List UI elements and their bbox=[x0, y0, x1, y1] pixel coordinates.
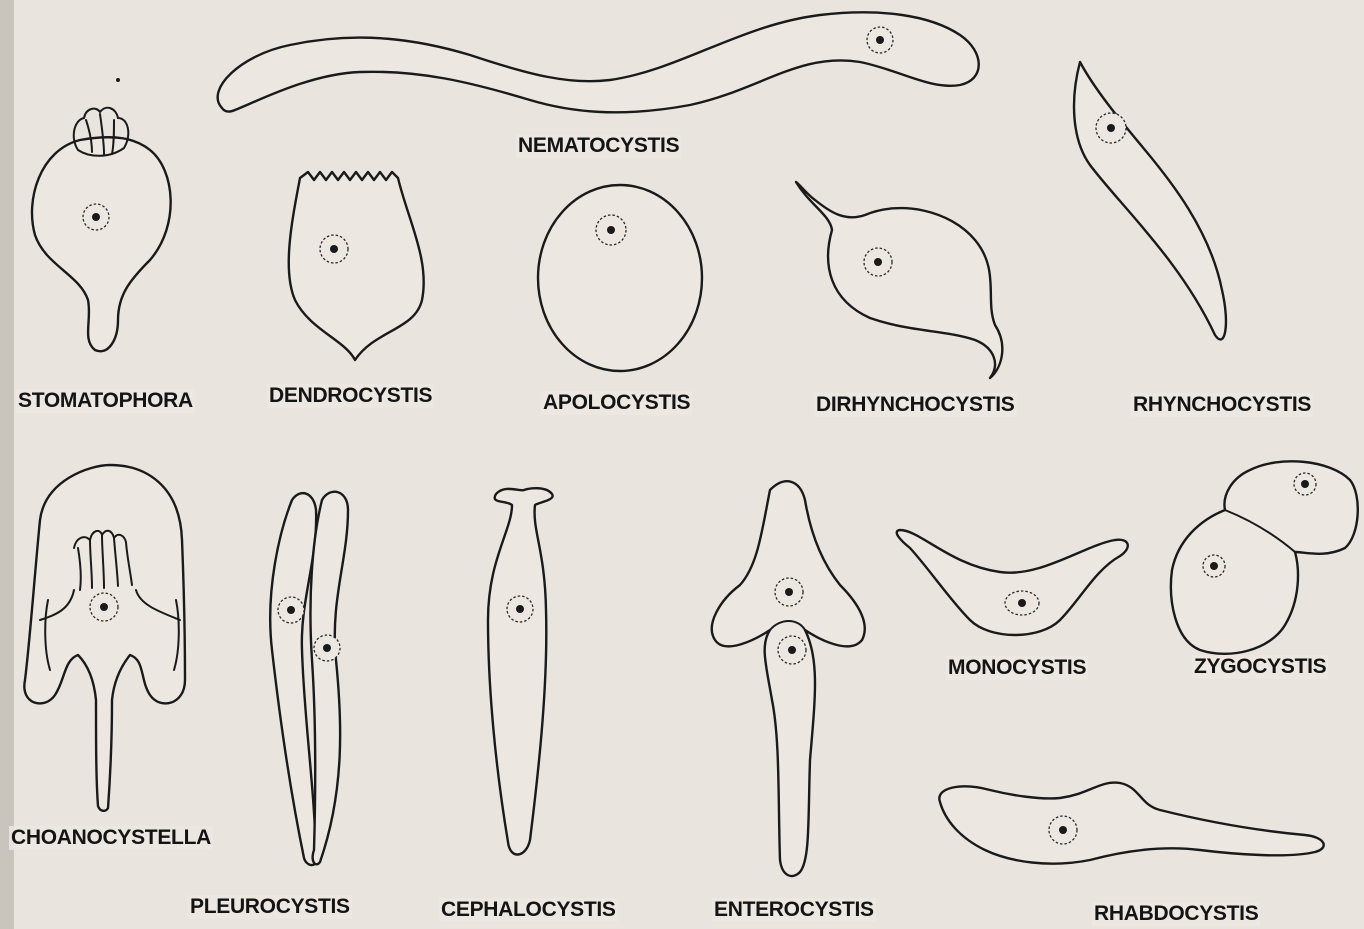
label-dirhynchocystis: DIRHYNCHOCYSTIS bbox=[814, 393, 1017, 417]
label-apolocystis: APOLOCYSTIS bbox=[541, 391, 692, 415]
label-enterocystis: ENTEROCYSTIS bbox=[712, 898, 876, 922]
choanocystella-shape bbox=[24, 465, 185, 811]
enterocystis-shape bbox=[712, 481, 865, 876]
label-choanocystella: CHOANOCYSTELLA bbox=[9, 826, 213, 850]
label-nematocystis: NEMATOCYSTIS bbox=[516, 134, 681, 158]
pleurocystis-shape bbox=[270, 492, 348, 865]
stomatophora-shape bbox=[32, 78, 171, 351]
rhynchocystis-shape bbox=[1074, 62, 1226, 339]
label-cephalocystis: CEPHALOCYSTIS bbox=[439, 898, 618, 922]
label-zygocystis: ZYGOCYSTIS bbox=[1192, 655, 1328, 679]
cephalocystis-shape bbox=[488, 488, 553, 854]
label-rhynchocystis: RHYNCHOCYSTIS bbox=[1131, 393, 1313, 417]
monocystis-shape bbox=[897, 530, 1128, 635]
label-dendrocystis: DENDROCYSTIS bbox=[267, 384, 434, 408]
rhabdocystis-shape bbox=[939, 783, 1323, 864]
nematocystis-shape bbox=[218, 12, 979, 112]
label-monocystis: MONOCYSTIS bbox=[946, 656, 1088, 680]
label-rhabdocystis: RHABDOCYSTIS bbox=[1092, 902, 1260, 926]
dirhynchocystis-shape bbox=[796, 182, 1002, 378]
label-pleurocystis: PLEUROCYSTIS bbox=[188, 895, 352, 919]
zygocystis-shape bbox=[1171, 461, 1358, 654]
label-stomatophora: STOMATOPHORA bbox=[16, 389, 195, 413]
apolocystis-shape bbox=[538, 185, 702, 371]
dendrocystis-shape bbox=[289, 172, 424, 360]
